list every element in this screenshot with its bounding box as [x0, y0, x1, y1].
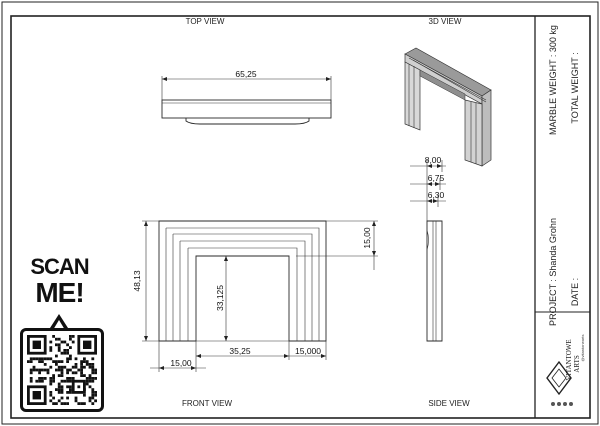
front-height-dimension: 48,13: [132, 270, 142, 292]
total-weight-text: TOTAL WEIGHT :: [570, 52, 580, 123]
3d-view-drawing: [404, 47, 492, 167]
social-icon: [563, 402, 567, 406]
front-opening-width-dimension: 35,25: [229, 346, 251, 356]
side-view-drawing: 8,00 6,75 6,30: [410, 155, 446, 342]
company-logo: VITANTOWE ARTS @vitantonearts: [546, 335, 585, 406]
marble-weight-text: MARBLE WEIGHT : 300 kg: [548, 25, 558, 135]
project-text: PROJECT : Shanda Grohn: [548, 218, 558, 326]
qr-code-pattern: [27, 335, 97, 405]
top-view-label: TOP VIEW: [186, 17, 225, 26]
side-depth-1-dimension: 8,00: [425, 155, 442, 165]
side-view-label: SIDE VIEW: [428, 399, 470, 408]
top-width-dimension: 65,25: [235, 69, 257, 79]
me-text: ME!: [35, 277, 84, 308]
logo-handle: @vitantonearts: [580, 335, 585, 362]
front-left-leg-dimension: 15,00: [170, 358, 192, 368]
scan-me-block: SCAN ME!: [14, 254, 105, 414]
date-text: DATE :: [570, 278, 580, 306]
logo-name-line2: ARTS: [573, 355, 581, 373]
front-view-drawing: 48,13 33,125 15,00 15,00 35,25 15,000: [132, 220, 378, 372]
front-view-label: FRONT VIEW: [182, 399, 233, 408]
logo-mark-icon: [546, 360, 572, 396]
front-right-leg-dimension: 15,000: [295, 346, 321, 356]
logo-name-line1: VITANTOWE: [565, 339, 573, 380]
scan-text: SCAN: [30, 254, 89, 279]
3d-view-label: 3D VIEW: [429, 17, 462, 26]
social-icon: [569, 402, 573, 406]
front-opening-height-dimension: 33,125: [215, 285, 225, 311]
qr-code[interactable]: [20, 328, 104, 412]
side-depth-2-dimension: 6,75: [428, 173, 445, 183]
top-view-drawing: 65,25: [161, 69, 332, 125]
sheet-inner-border: [10, 15, 591, 419]
social-icon: [551, 402, 555, 406]
front-top-band-dimension: 15,00: [362, 227, 372, 249]
social-icon: [557, 402, 561, 406]
side-depth-3-dimension: 6,30: [428, 190, 445, 200]
